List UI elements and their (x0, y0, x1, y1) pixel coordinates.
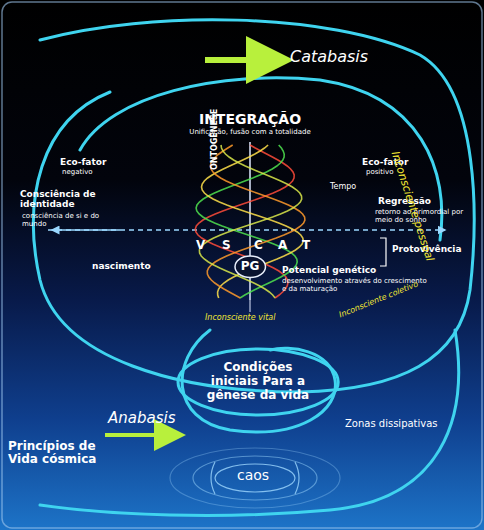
diagram-label: Anabasis (108, 410, 175, 427)
diagram-label: A (278, 239, 287, 252)
diagram-label: V (196, 239, 205, 252)
diagram-label: Consciência de identidade (20, 190, 130, 210)
diagram-label: consciência de si e do mundo (22, 213, 112, 228)
diagram-label: Zonas dissipativas (345, 418, 438, 429)
diagram-label: negativo (62, 169, 93, 177)
diagram-label: S (222, 239, 231, 252)
helix-strand (207, 145, 305, 298)
diagram-label: Catabasis (290, 48, 368, 66)
diagram-label: Princípios de Vida cósmica (8, 440, 118, 466)
diagram-label: Eco-fator (60, 158, 106, 168)
diagram-label: Potencial genético (282, 266, 376, 276)
genesis-ellipse: Condições iniciais Para a gênese da vida (176, 347, 340, 417)
diagram-label: nascimento (92, 262, 151, 272)
node-text: Condições iniciais Para a gênese da vida (203, 361, 313, 402)
diagram-label: C (254, 239, 263, 252)
diagram-label: Tempo (330, 183, 356, 192)
diagram-label: Inconsciente coletivo (338, 280, 420, 320)
diagram-label: Unificação, fusão com a totalidade (170, 129, 330, 137)
diagram-label: caos (237, 468, 269, 483)
diagram-label: Inconsciente vital (205, 314, 275, 323)
diagram-label: ONTOGÊNESE (211, 109, 220, 170)
pg-circle: PG (233, 254, 267, 280)
diagram-label: T (302, 239, 310, 252)
diagram-label: positivo (366, 169, 393, 177)
node-text: PG (241, 260, 260, 274)
